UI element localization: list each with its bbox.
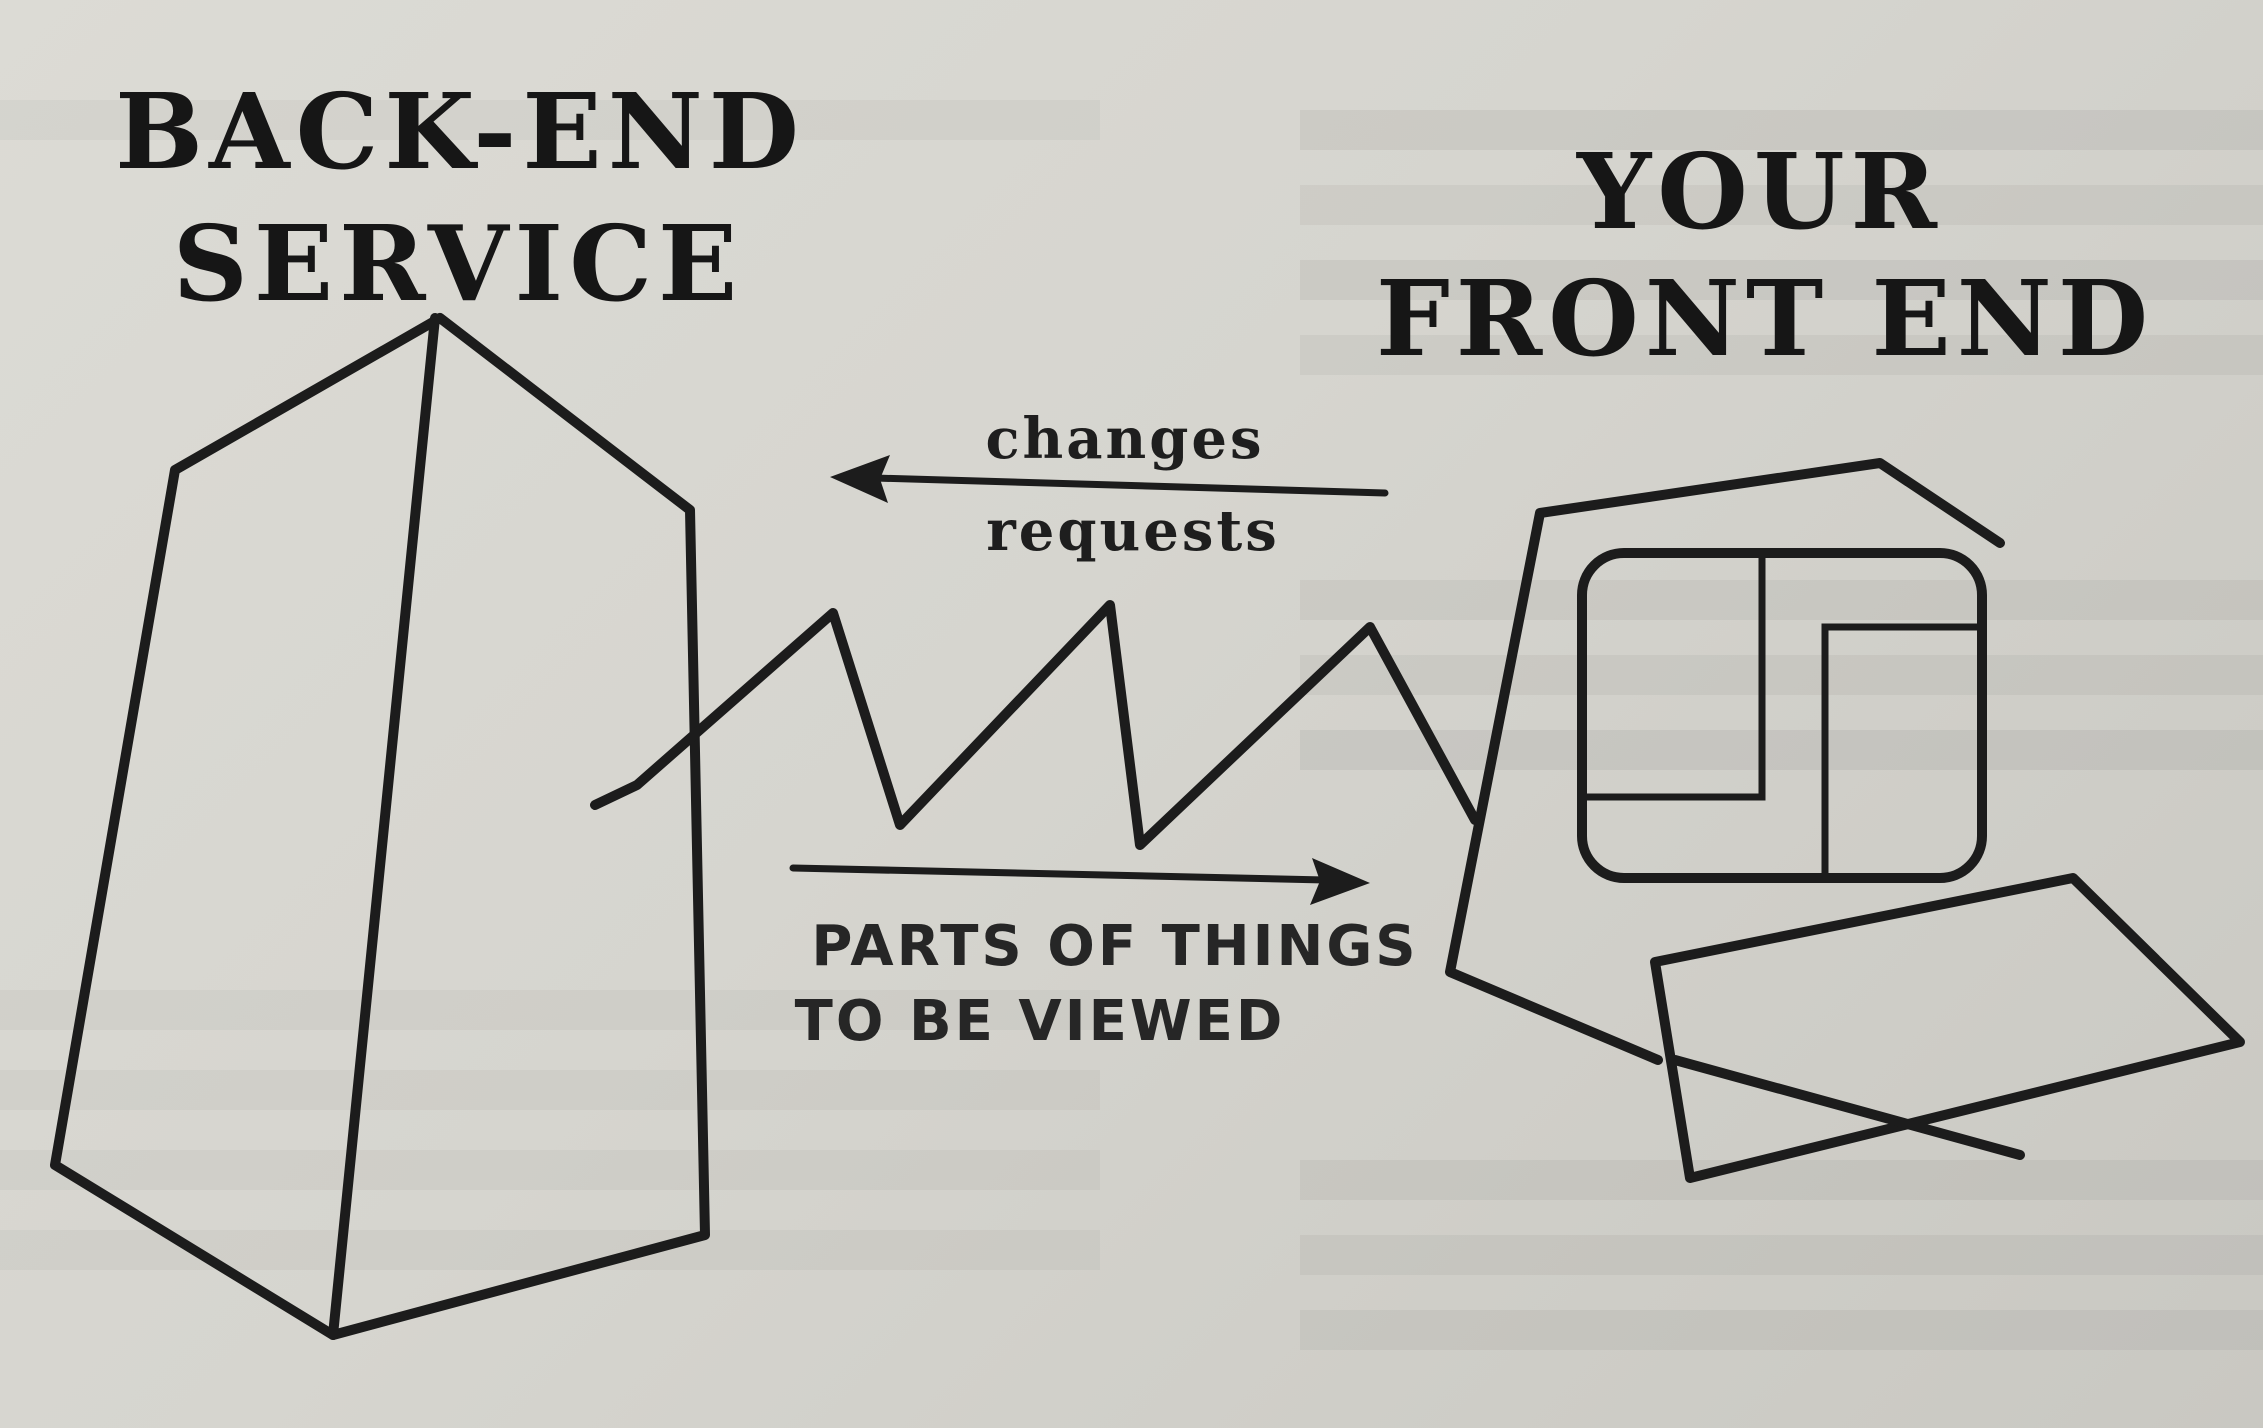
to-be-viewed-label: TO BE VIEWED <box>795 989 1286 1054</box>
show-through-texture <box>1300 110 2263 1350</box>
server-front-edge <box>328 313 440 1340</box>
frontend-computer-shape <box>1445 458 2245 1183</box>
terminal-screen <box>1577 548 1987 883</box>
keyboard <box>1650 873 2245 1183</box>
arrow-left-shaft <box>871 474 1389 497</box>
backend-title-line1: BACK-END <box>115 70 805 193</box>
frontend-title-line2: FRONT END <box>1376 257 2154 380</box>
frontend-title-line1: YOUR <box>1576 130 1943 253</box>
zigzag-connection <box>590 600 1480 850</box>
screen-window-2 <box>1821 623 1986 882</box>
terminal-housing <box>1445 458 2005 1065</box>
arrow-left-head <box>830 455 890 503</box>
arrow-right-head <box>1310 858 1370 905</box>
parts-of-things-label: PARTS OF THINGS <box>811 914 1418 979</box>
arrow-to-frontend <box>789 858 1370 905</box>
arrow-to-backend <box>830 455 1389 503</box>
keyboard-cable <box>1670 1055 2025 1160</box>
backend-server-shape <box>50 313 710 1340</box>
changes-label: changes <box>985 406 1264 472</box>
screen-window-1 <box>1578 549 1766 801</box>
backend-title-line2: SERVICE <box>173 202 743 325</box>
arrow-right-shaft <box>789 864 1329 884</box>
requests-label: requests <box>986 498 1280 564</box>
